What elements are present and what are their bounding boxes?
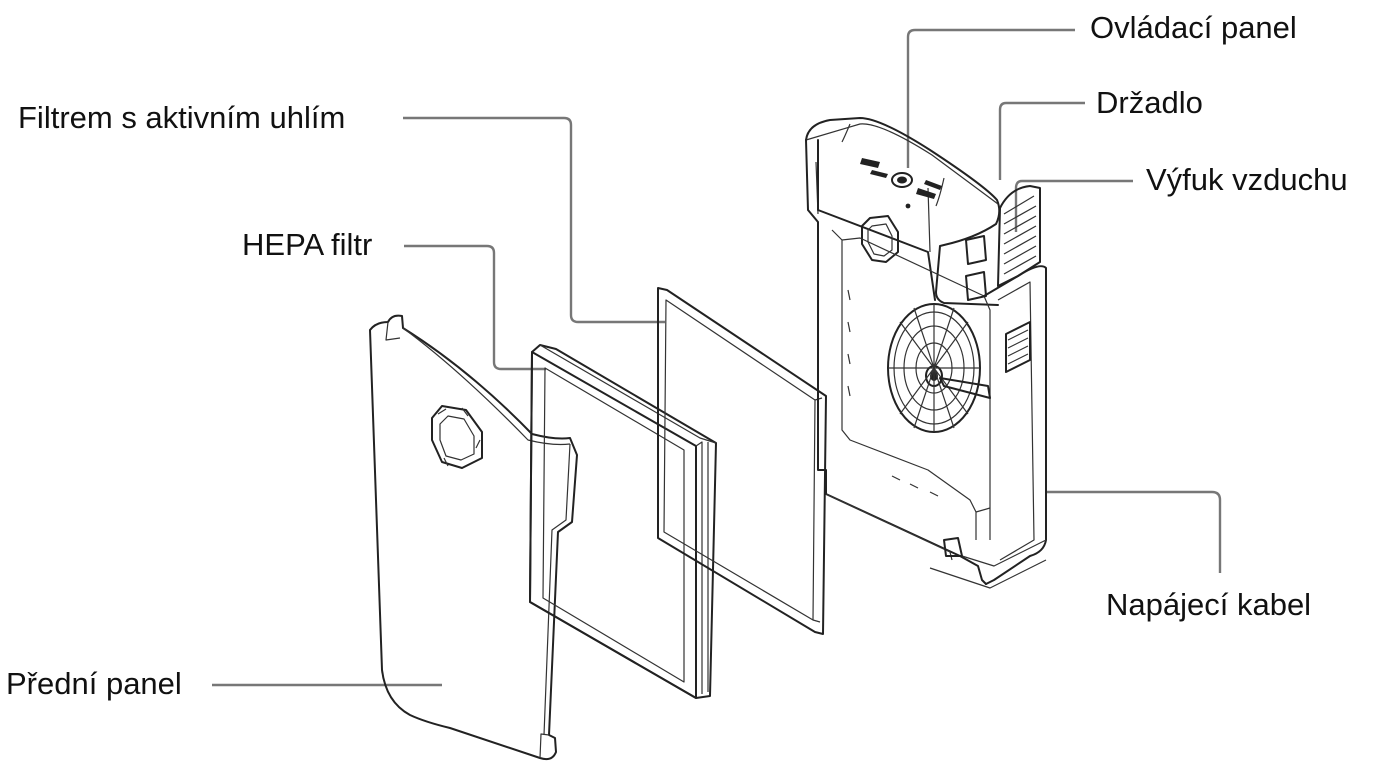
carbon-filter-outline xyxy=(657,287,827,635)
body-cavity-top xyxy=(841,237,991,540)
leader-air-outlet xyxy=(1014,179,1133,232)
label-hepa-filter: HEPA filtr xyxy=(242,227,373,262)
air-outlet-grille xyxy=(997,185,1041,287)
body-front-frame xyxy=(805,139,987,585)
hepa-filter-inner-frame xyxy=(542,367,685,683)
purifier-body xyxy=(805,117,1047,589)
fan-graphic xyxy=(887,303,991,433)
label-carbon-filter: Filtrem s aktivním uhlím xyxy=(18,100,346,135)
side-connector xyxy=(965,235,987,301)
body-right-side-inner xyxy=(997,281,1035,561)
body-top-face xyxy=(805,123,999,205)
body-right-side xyxy=(983,265,1047,585)
front-panel-tab-bottom xyxy=(539,733,550,759)
front-panel-tab-top xyxy=(385,321,401,341)
body-cavity-right xyxy=(975,507,991,513)
cavity-slots xyxy=(847,289,939,497)
front-panel-top-fold xyxy=(402,327,571,446)
body-top-cap xyxy=(805,117,1001,306)
hepa-filter-top-edge xyxy=(539,344,717,444)
side-vent xyxy=(1005,321,1031,373)
body-bottom-band-3 xyxy=(929,559,1047,589)
leader-handle xyxy=(998,101,1085,180)
label-front-panel: Přední panel xyxy=(6,666,182,701)
body-top-seam-2 xyxy=(935,177,945,207)
hepa-filter-front-face xyxy=(529,351,697,699)
sensor-window xyxy=(861,215,899,263)
leader-carbon-filter xyxy=(403,116,665,324)
hepa-filter-part xyxy=(529,344,717,699)
leader-power-cable xyxy=(1046,490,1222,573)
leader-lines xyxy=(212,28,1222,687)
carbon-filter-inner-frame xyxy=(663,299,816,621)
body-bottom-band-2 xyxy=(825,493,953,561)
body-cap-divider xyxy=(927,187,931,253)
body-bottom-corner xyxy=(943,537,963,557)
hepa-filter-edge-1 xyxy=(695,441,703,694)
body-cap-front xyxy=(817,139,936,301)
label-air-outlet: Výfuk vzduchu xyxy=(1146,162,1348,197)
label-power-cable: Napájecí kabel xyxy=(1106,587,1312,622)
body-bottom-band-1 xyxy=(961,539,1047,567)
label-handle: Držadlo xyxy=(1096,85,1203,120)
leader-hepa-filter xyxy=(404,244,546,371)
body-top-seam-1 xyxy=(841,123,851,143)
front-panel-right-bevel xyxy=(543,443,571,736)
front-panel-window xyxy=(431,405,483,469)
front-panel-part xyxy=(369,314,578,761)
front-panel-outline xyxy=(369,314,578,761)
label-control-panel: Ovládací panel xyxy=(1090,10,1297,45)
control-panel-graphic xyxy=(860,158,942,209)
leader-control-panel xyxy=(906,28,1075,168)
carbon-filter-part xyxy=(657,287,827,635)
body-cavity-back xyxy=(831,229,977,540)
